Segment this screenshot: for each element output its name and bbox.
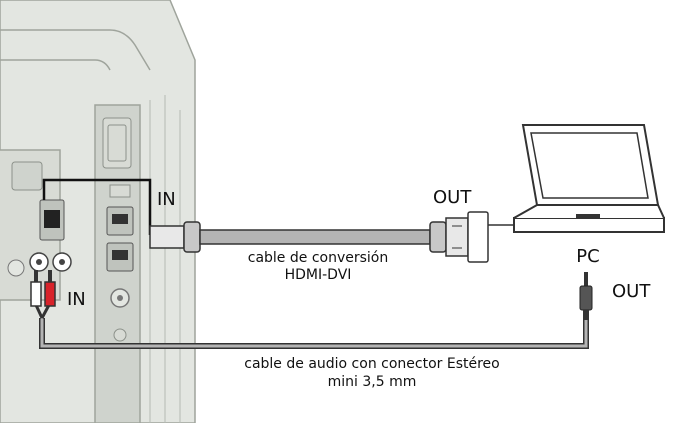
tv-hdmi-in-label: IN bbox=[157, 189, 176, 210]
pc-audio-out-label: OUT bbox=[612, 281, 651, 302]
pc-hdmi-out-label: OUT bbox=[433, 187, 472, 208]
audio-cable-caption-2: mini 3,5 mm bbox=[328, 374, 417, 390]
audio-cable-caption-1: cable de audio con conector Estéreo bbox=[244, 356, 499, 372]
tv-audio-in-label: IN bbox=[67, 289, 86, 310]
hdmi-dvi-cable bbox=[149, 211, 489, 263]
hdmi-cable-caption-2: HDMI-DVI bbox=[285, 267, 352, 283]
pc-label: PC bbox=[576, 246, 599, 267]
hdmi-input-bracket bbox=[42, 178, 152, 235]
hdmi-cable-caption-1: cable de conversión bbox=[248, 250, 388, 266]
laptop-icon bbox=[488, 124, 665, 233]
audio-cable bbox=[30, 270, 593, 349]
tv-rear-panel-icon bbox=[0, 0, 196, 424]
